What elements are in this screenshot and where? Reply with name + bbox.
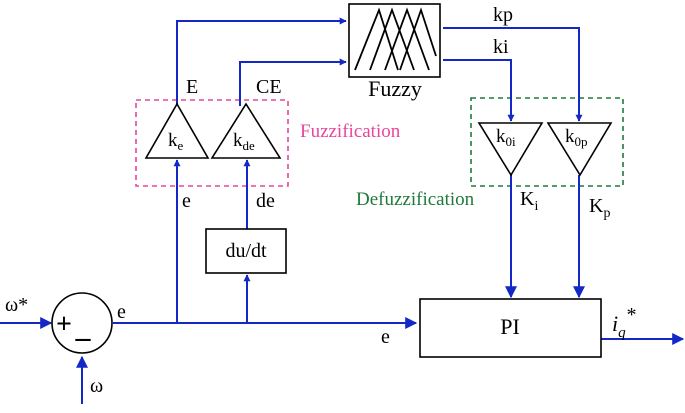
kde-main: k bbox=[233, 130, 243, 151]
summer-plus-sign: + bbox=[56, 309, 72, 340]
defuzzification-label: Defuzzification bbox=[356, 189, 475, 210]
fuzzification-label: Fuzzification bbox=[300, 121, 401, 142]
derivative-block: du/dt bbox=[205, 228, 287, 274]
summer-minus-sign: – bbox=[75, 321, 92, 354]
fuzzy-block: Fuzzy bbox=[348, 3, 441, 101]
svg-text:k0p: k0p bbox=[565, 126, 588, 149]
Kp-main: K bbox=[589, 195, 604, 217]
k0i-sub: 0i bbox=[506, 134, 517, 149]
pi-block: PI bbox=[419, 298, 602, 358]
gain-kde-triangle: kde bbox=[210, 102, 282, 159]
svg-text:k0i: k0i bbox=[496, 126, 516, 149]
ki-wire bbox=[443, 59, 515, 122]
CE-to-fuzzy-wire bbox=[239, 58, 347, 106]
kp-wire bbox=[443, 27, 583, 122]
defuzzification-box bbox=[470, 97, 624, 187]
error-label-pi: e bbox=[381, 326, 390, 348]
svg-text:iq*: iq* bbox=[612, 304, 636, 341]
pi-block-label: PI bbox=[500, 314, 520, 339]
E-to-fuzzy-wire bbox=[176, 17, 347, 106]
gain-k0i-triangle: k0i bbox=[477, 122, 544, 177]
svg-text:Ki: Ki bbox=[520, 188, 538, 214]
svg-text:Kp: Kp bbox=[589, 195, 610, 221]
k0p-sub: 0p bbox=[575, 134, 588, 149]
k0i-main: k bbox=[496, 126, 506, 147]
gain-ke-triangle: ke bbox=[144, 102, 210, 159]
speed-label: ω bbox=[90, 375, 103, 397]
CE-label: CE bbox=[256, 76, 282, 98]
de-label: de bbox=[256, 190, 275, 212]
iq-main: i bbox=[612, 311, 618, 336]
error-label-gain: e bbox=[182, 190, 191, 212]
fuzzification-box bbox=[135, 99, 289, 187]
iq-sup: * bbox=[626, 304, 636, 326]
Ki-sub: i bbox=[534, 199, 538, 214]
ke-main: k bbox=[168, 130, 178, 151]
Kp-sub: p bbox=[603, 206, 610, 221]
iq-sub: q bbox=[618, 325, 626, 341]
fuzzy-block-label: Fuzzy bbox=[368, 76, 422, 101]
kde-sub: de bbox=[243, 138, 256, 153]
derivative-block-label: du/dt bbox=[225, 240, 267, 262]
svg-text:kde: kde bbox=[233, 130, 255, 153]
svg-text:ke: ke bbox=[168, 130, 184, 153]
speed-ref-label: ω* bbox=[5, 294, 28, 316]
ke-sub: e bbox=[178, 138, 184, 153]
ki-label: ki bbox=[493, 36, 509, 58]
k0p-main: k bbox=[565, 126, 575, 147]
gain-k0p-triangle: k0p bbox=[546, 122, 613, 177]
kp-label: kp bbox=[493, 4, 513, 26]
summing-junction: + – bbox=[51, 292, 113, 354]
error-label-summer: e bbox=[117, 301, 126, 323]
E-label: E bbox=[186, 76, 198, 98]
Ki-main: K bbox=[520, 188, 535, 210]
